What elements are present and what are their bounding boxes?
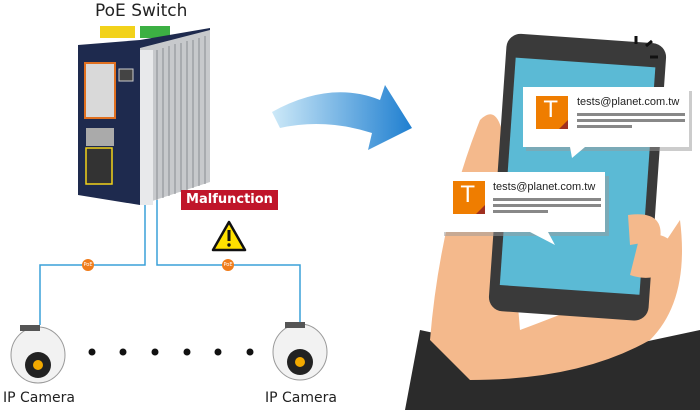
malfunction-label: Malfunction: [181, 190, 278, 210]
ellipsis-dots: [88, 348, 254, 356]
notification-email: tests@planet.com.tw: [493, 181, 596, 193]
poe-badge-label: PoE: [83, 262, 93, 268]
cables: [39, 200, 301, 325]
camera-label: IP Camera: [3, 390, 75, 406]
arrow-icon: [272, 85, 412, 150]
warning-icon: [211, 220, 247, 252]
avatar: T: [544, 98, 558, 123]
switch-title: PoE Switch: [95, 1, 188, 21]
notification-email: tests@planet.com.tw: [577, 96, 680, 108]
poe-badge-label: PoE: [223, 262, 233, 268]
ip-camera-image: [10, 325, 66, 384]
bubble-shapes: [440, 87, 692, 245]
poe-badge-icon: [222, 259, 234, 271]
notification-ring-icon: [634, 36, 658, 59]
avatar: T: [461, 183, 475, 208]
camera-label: IP Camera: [265, 390, 337, 406]
ip-camera-image: [272, 322, 328, 381]
poe-switch-image: [78, 26, 210, 205]
poe-badge-icon: [82, 259, 94, 271]
